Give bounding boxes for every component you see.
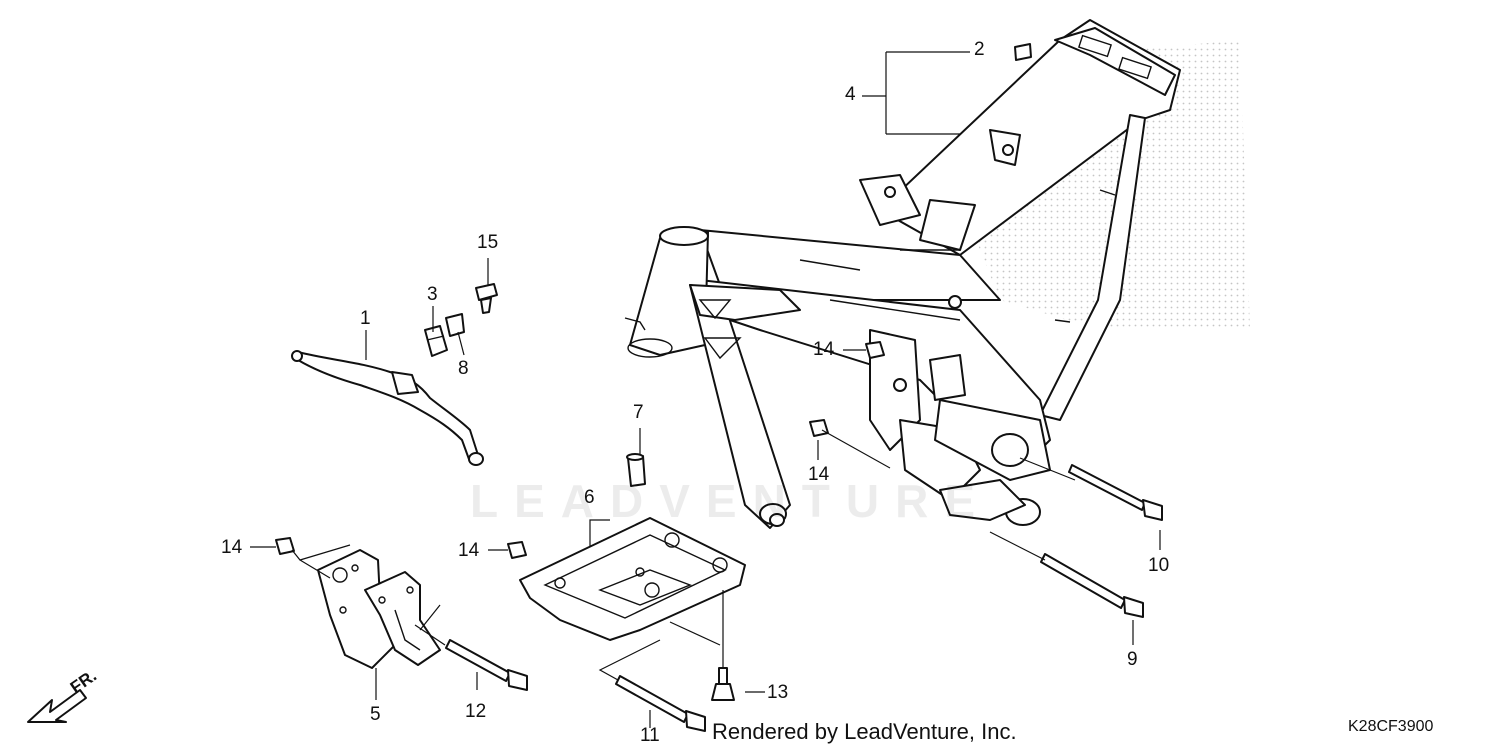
callout-7: 7 bbox=[633, 402, 644, 423]
callout-4: 4 bbox=[845, 84, 856, 105]
callout-8: 8 bbox=[458, 358, 469, 379]
part-14-nut-b bbox=[809, 419, 829, 437]
part-2-label-plate bbox=[1014, 43, 1032, 61]
callout-11: 11 bbox=[640, 725, 660, 746]
diagram-code: K28CF3900 bbox=[1348, 718, 1434, 735]
callout-12: 12 bbox=[465, 701, 487, 722]
callout-13: 13 bbox=[767, 682, 789, 703]
part-9-bolt bbox=[1040, 553, 1144, 618]
part-6-skid-plate bbox=[519, 517, 746, 641]
part-14-nut-d bbox=[507, 541, 527, 559]
callout-14-upper: 14 bbox=[813, 339, 835, 360]
callout-2: 2 bbox=[974, 39, 985, 60]
leader-lines bbox=[250, 51, 1161, 728]
part-14-nut-a bbox=[865, 341, 885, 359]
part-7-collar bbox=[626, 453, 646, 487]
part-8-collar bbox=[445, 313, 465, 337]
part-15-bolt bbox=[475, 283, 498, 314]
callout-10: 10 bbox=[1148, 555, 1170, 576]
callout-6: 6 bbox=[584, 487, 595, 508]
part-13-bolt bbox=[711, 667, 735, 701]
part-11-bolt bbox=[615, 675, 706, 732]
callout-3: 3 bbox=[427, 284, 438, 305]
callout-14-middle: 14 bbox=[808, 464, 830, 485]
watermark: LEADVENTURE bbox=[470, 475, 992, 527]
callout-15: 15 bbox=[477, 232, 499, 253]
part-14-nut-c bbox=[275, 537, 295, 555]
frame-body bbox=[624, 19, 1181, 529]
part-3-clip bbox=[424, 325, 448, 357]
callout-1: 1 bbox=[360, 308, 371, 329]
callout-9: 9 bbox=[1127, 649, 1138, 670]
part-5-bracket bbox=[317, 549, 441, 669]
part-12-bolt bbox=[445, 639, 528, 691]
callout-14-center: 14 bbox=[458, 540, 480, 561]
part-1-stay bbox=[291, 350, 484, 466]
front-direction-arrow bbox=[27, 689, 87, 723]
credit-text: Rendered by LeadVenture, Inc. bbox=[712, 719, 1017, 744]
callout-14-left: 14 bbox=[221, 537, 243, 558]
part-10-bolt bbox=[1068, 464, 1163, 521]
callout-5: 5 bbox=[370, 704, 381, 725]
